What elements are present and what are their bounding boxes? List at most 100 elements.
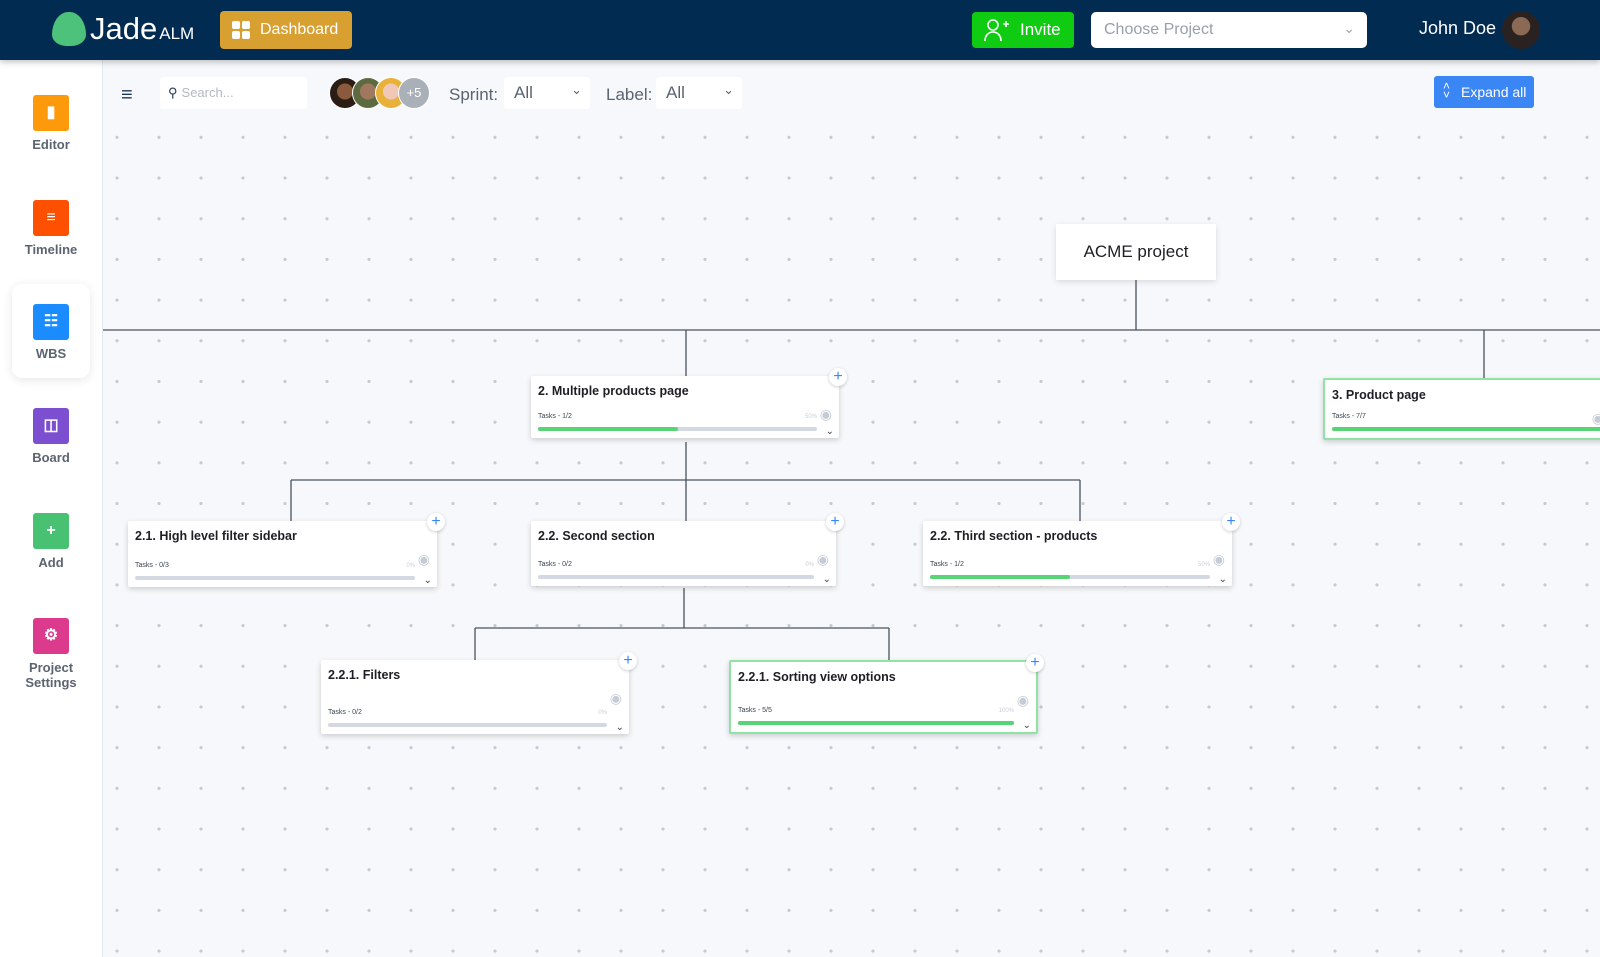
- logo-icon: [52, 12, 86, 46]
- eye-icon[interactable]: ◉: [417, 551, 430, 567]
- sidebar: ▮ Editor ≡ Timeline ☷ WBS ◫ Board + Add ⚙ Proj…: [0, 60, 103, 957]
- member-avatars[interactable]: +5: [329, 77, 430, 109]
- node-title: 2.1. High level filter sidebar: [135, 529, 297, 543]
- node-title: 2. Multiple products page: [538, 384, 689, 398]
- node-progress-bar: [135, 576, 415, 580]
- sidebar-item-add[interactable]: + Add: [12, 500, 90, 594]
- board-icon: ◫: [33, 408, 69, 444]
- node-title: 2.2. Third section - products: [930, 529, 1098, 543]
- label-filter-label: Label:: [606, 85, 653, 104]
- add-child-icon[interactable]: +: [826, 513, 844, 531]
- sprint-label: Sprint:: [449, 85, 499, 104]
- node-tasks: Tasks - 0/2: [538, 561, 572, 568]
- node-percent: 0%: [598, 710, 607, 716]
- node-tasks: Tasks - 7/7: [1332, 413, 1366, 420]
- wbs-node[interactable]: 2.2. Third section - products ◉ Tasks - …: [923, 513, 1240, 586]
- node-progress-bar: [328, 723, 607, 727]
- node-title: 2.2. Second section: [538, 529, 655, 543]
- search-input[interactable]: ⚲Search...: [160, 77, 307, 109]
- chevron-down-icon[interactable]: ⌄: [1218, 574, 1227, 585]
- add-child-icon[interactable]: +: [427, 513, 445, 531]
- node-percent: 0%: [805, 562, 814, 568]
- more-members-badge[interactable]: +5: [398, 77, 430, 109]
- project-select[interactable]: Choose Project ⌄: [1091, 12, 1367, 48]
- add-child-icon[interactable]: +: [1222, 513, 1240, 531]
- node-tasks: Tasks - 0/2: [328, 709, 362, 716]
- sprint-value: All: [514, 83, 533, 102]
- node-progress-fill: [538, 427, 678, 431]
- expand-icon: ˄˅: [1443, 79, 1451, 102]
- eye-icon[interactable]: ◉: [1016, 692, 1029, 708]
- sidebar-item-timeline[interactable]: ≡ Timeline: [12, 187, 90, 281]
- invite-button[interactable]: Invite: [972, 12, 1074, 48]
- dashboard-button[interactable]: Dashboard: [220, 11, 352, 49]
- gear-icon: ⚙: [33, 618, 69, 654]
- sidebar-label: Editor: [32, 137, 70, 152]
- wbs-node[interactable]: 2.2.1. Sorting view options ◉ Tasks - 5/…: [729, 654, 1044, 734]
- sprint-select[interactable]: All ⌄: [504, 77, 590, 109]
- label-select[interactable]: All⌄: [656, 77, 742, 109]
- node-progress-fill: [1332, 427, 1600, 431]
- document-icon: ▮: [33, 95, 69, 131]
- expand-all-button[interactable]: ˄˅ Expand all: [1434, 76, 1534, 108]
- node-title: 2.2.1. Filters: [328, 668, 401, 682]
- chevron-down-icon: ⌄: [1343, 20, 1355, 36]
- timeline-icon: ≡: [33, 200, 69, 236]
- node-tasks: Tasks - 0/3: [135, 562, 169, 569]
- sidebar-item-board[interactable]: ◫ Board: [12, 395, 90, 489]
- hierarchy-icon: ☷: [33, 304, 69, 340]
- expand-all-label: Expand all: [1461, 84, 1527, 100]
- node-progress-fill: [738, 721, 1014, 725]
- chevron-down-icon[interactable]: ⌄: [423, 575, 432, 586]
- add-icon: +: [33, 513, 69, 549]
- sidebar-label: Timeline: [24, 242, 78, 257]
- add-user-icon: [984, 19, 1009, 42]
- node-progress-bar: [538, 575, 814, 579]
- sidebar-item-editor[interactable]: ▮ Editor: [12, 82, 90, 176]
- wbs-node[interactable]: 2.2. Second section ◉ Tasks - 0/2 0% ⌄ +: [531, 513, 844, 586]
- wbs-node[interactable]: 3. Product page ◉ Tasks - 7/7: [1323, 378, 1600, 440]
- logo-suffix: ALM: [159, 24, 195, 43]
- wbs-node[interactable]: 2. Multiple products page ◉ Tasks - 1/2 …: [531, 368, 847, 438]
- sidebar-item-wbs[interactable]: ☷ WBS: [12, 284, 90, 378]
- user-avatar[interactable]: [1502, 11, 1540, 49]
- chevron-down-icon[interactable]: ⌄: [615, 722, 624, 733]
- eye-icon[interactable]: ◉: [819, 406, 832, 422]
- node-percent: 50%: [804, 414, 817, 420]
- wbs-root-node[interactable]: ACME project: [1056, 224, 1216, 280]
- node-progress-bar: [538, 427, 817, 431]
- search-icon: ⚲: [168, 85, 178, 100]
- node-title: 3. Product page: [1332, 388, 1426, 402]
- node-tasks: Tasks - 1/2: [538, 413, 572, 420]
- add-child-icon[interactable]: +: [619, 652, 637, 670]
- eye-icon[interactable]: ◉: [816, 551, 829, 567]
- chevron-down-icon[interactable]: ⌄: [1022, 720, 1031, 731]
- chevron-down-icon: ⌄: [571, 82, 582, 97]
- sidebar-label: WBS: [35, 346, 67, 361]
- node-progress-bar: [1332, 427, 1600, 431]
- wbs-node[interactable]: 2.2.1. Filters ◉ Tasks - 0/2 0% ⌄ +: [321, 652, 637, 734]
- node-progress-fill: [930, 575, 1070, 579]
- eye-icon[interactable]: ◉: [1591, 410, 1600, 426]
- project-placeholder: Choose Project: [1104, 21, 1214, 38]
- sidebar-label: Board: [32, 450, 70, 465]
- eye-icon[interactable]: ◉: [1212, 551, 1225, 567]
- chevron-down-icon[interactable]: ⌄: [822, 574, 831, 585]
- node-progress-bar: [930, 575, 1210, 579]
- add-child-icon[interactable]: +: [829, 368, 847, 386]
- sidebar-label: Add: [38, 555, 64, 570]
- invite-label: Invite: [1020, 20, 1061, 39]
- sidebar-item-project-settings[interactable]: ⚙ Project Settings: [12, 605, 90, 699]
- chevron-down-icon[interactable]: ⌄: [825, 426, 834, 437]
- wbs-node[interactable]: 2.1. High level filter sidebar ◉ Tasks -…: [128, 513, 445, 587]
- eye-icon[interactable]: ◉: [609, 690, 622, 706]
- user-name[interactable]: John Doe: [1419, 18, 1497, 38]
- add-child-icon[interactable]: +: [1026, 654, 1044, 672]
- dashboard-label: Dashboard: [260, 21, 339, 38]
- filter-icon[interactable]: ≡: [121, 84, 133, 106]
- sidebar-label: Project Settings: [25, 660, 77, 690]
- logo-name: Jade: [90, 11, 158, 46]
- search-placeholder: Search...: [181, 85, 234, 100]
